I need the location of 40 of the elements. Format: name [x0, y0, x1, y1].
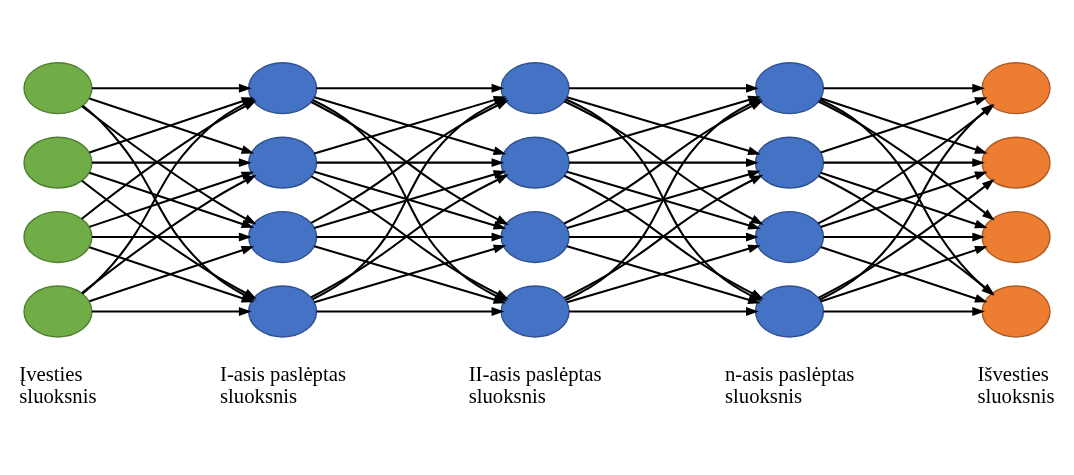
node-circle: [754, 61, 825, 114]
arrow: [316, 157, 505, 167]
label: I-asis paslėptas sluoksnis: [219, 362, 346, 407]
node-circle: [500, 284, 570, 338]
arrow: [823, 157, 985, 167]
arrow: [89, 171, 255, 228]
node-circle: [754, 136, 825, 189]
label: Išvesties sluoksnis: [977, 362, 1055, 407]
arrow: [92, 157, 252, 167]
node-circle: [23, 210, 93, 263]
arrow: [823, 83, 985, 93]
label: II-asis paslėptas sluoksnis: [468, 362, 602, 407]
arrow: [569, 306, 759, 316]
node-circle: [248, 61, 318, 114]
arrow: [569, 157, 759, 167]
node-circle: [754, 284, 825, 338]
node-circle: [23, 284, 93, 338]
node-circle: [754, 210, 825, 263]
arrow: [820, 96, 988, 154]
arrow: [569, 232, 759, 241]
node-circle: [500, 210, 570, 263]
arrow: [569, 83, 759, 93]
arrow: [92, 232, 252, 241]
label: Įvesties sluoksnis: [19, 362, 97, 407]
node-circle: [248, 284, 318, 338]
node-circle: [23, 61, 93, 114]
arrow: [823, 306, 985, 316]
label: n-asis paslėptas sluoksnis: [724, 362, 855, 407]
arrow: [820, 171, 988, 228]
node-circle: [500, 61, 570, 114]
node-circle: [248, 210, 318, 263]
arrow: [823, 232, 985, 241]
arrow: [92, 306, 252, 316]
node-circle: [248, 136, 318, 189]
arrow: [316, 232, 505, 241]
node-circle: [500, 136, 570, 189]
arrow: [316, 306, 505, 316]
node-circle: [23, 136, 93, 189]
arrow: [92, 83, 252, 93]
arrow: [316, 83, 505, 93]
